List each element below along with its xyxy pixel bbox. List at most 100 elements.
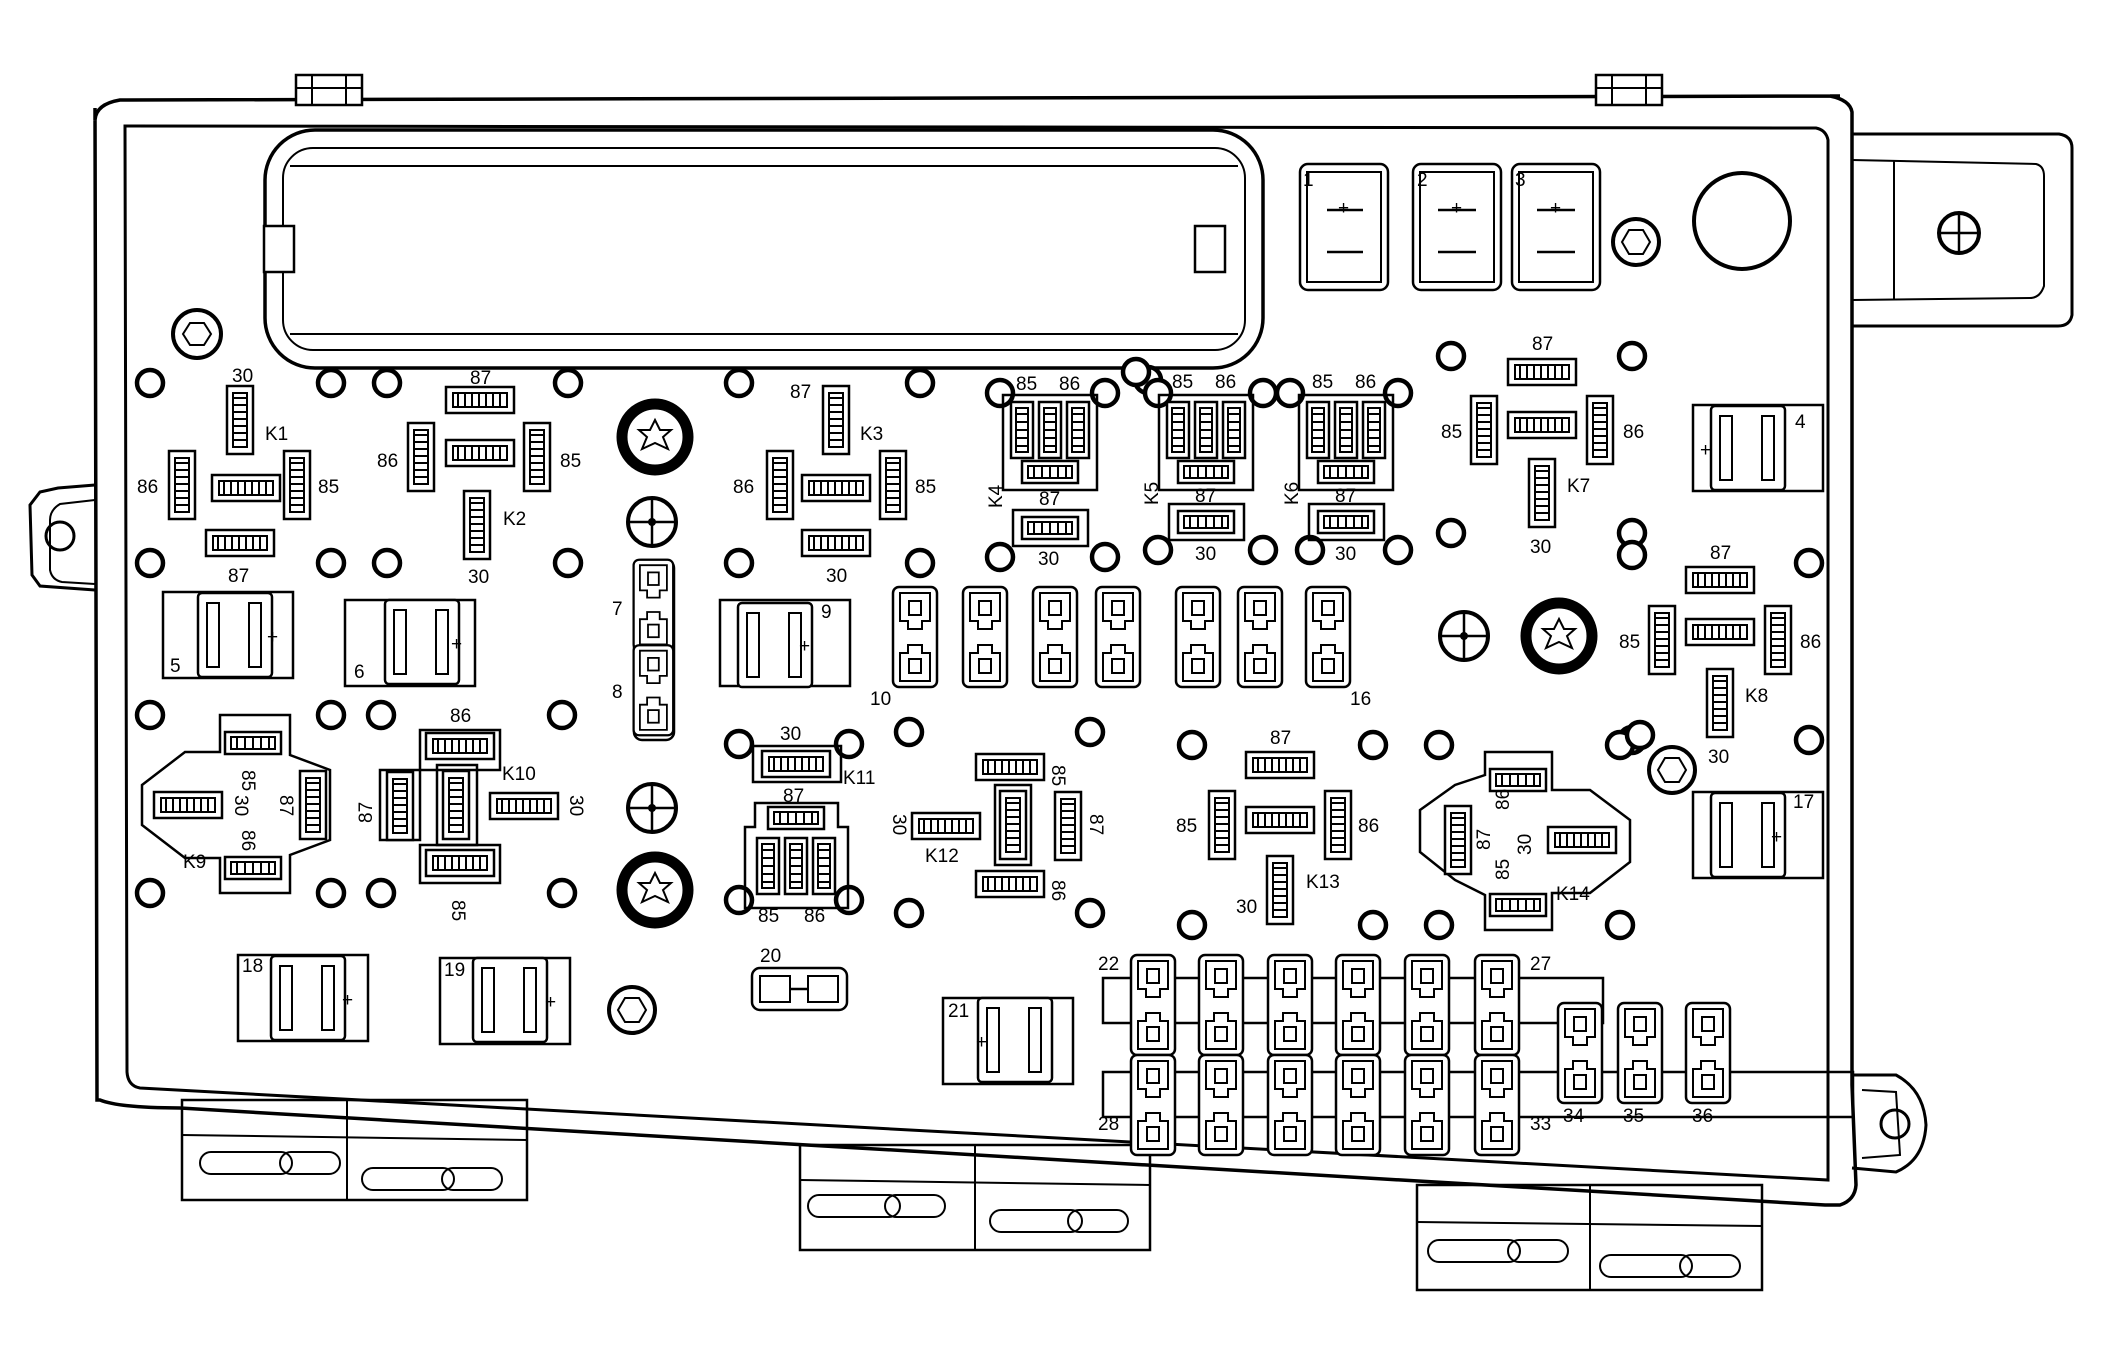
pin-30: 30 [1236,897,1257,918]
relay-label: K14 [1556,884,1590,905]
relay-label: K10 [502,764,536,785]
pin-30: 30 [888,814,909,835]
pin-86: 86 [237,830,258,851]
pin-86: 86 [1355,372,1376,393]
pin-30: 30 [230,795,251,816]
svg-text:34: 34 [1563,1106,1585,1127]
relay-label: K12 [925,846,959,867]
svg-text:+: + [1550,198,1561,219]
relay-label: K5 [1142,482,1163,505]
pin-86: 86 [1623,422,1644,443]
mini-fuses-10-16: 10 16 [870,585,1371,710]
pin-87: 87 [1474,829,1495,850]
svg-text:4: 4 [1795,412,1806,433]
relay-K5: 85 86 87 30 K5 [1142,372,1255,565]
relay-label: K1 [265,424,288,445]
svg-text:16: 16 [1350,689,1371,710]
relay-K14: 86 87 30 85 K14 [1418,750,1632,932]
pin-85: 85 [1172,372,1193,393]
box-housing [28,73,2074,1292]
relay-K6: 85 86 87 30 K6 [1282,372,1395,565]
svg-text:+: + [451,634,462,655]
relay-K1: 30 K1 86 85 87 [137,366,339,587]
fuse-18: 18 + [236,953,370,1043]
pin-86: 86 [1493,789,1514,810]
pin-85: 85 [1047,765,1068,786]
pin-85: 85 [1176,816,1197,837]
svg-text:21: 21 [948,1001,969,1022]
maxi-fuses: 1 + 2 + 3 + 4 + 5 + 6 + [161,162,1825,1086]
svg-text:36: 36 [1692,1106,1713,1127]
fuse-6: 6 + [343,598,477,688]
pin-30: 30 [565,795,586,816]
pin-30: 30 [1515,834,1536,855]
svg-text:7: 7 [612,599,623,620]
relay-label: K8 [1745,686,1768,707]
svg-text:2: 2 [1417,170,1428,191]
relay-label: K13 [1306,872,1340,893]
svg-text:+: + [267,627,278,648]
pin-30: 30 [826,566,847,587]
relay-K13: 87 85 86 K13 30 [1176,728,1379,926]
fuse-9: 9 + [718,598,852,689]
fuse-5: 5 + [161,590,295,680]
svg-text:28: 28 [1098,1114,1119,1135]
relay-K4: 85 86 87 30 K4 [986,374,1099,570]
pin-86: 86 [1059,374,1080,395]
fuse-1: 1 + [1298,162,1390,292]
pin-85: 85 [1016,374,1037,395]
pin-86: 86 [377,451,398,472]
svg-text:10: 10 [870,689,891,710]
svg-text:8: 8 [612,682,623,703]
pin-87: 87 [470,368,491,389]
pin-85: 85 [758,906,779,927]
pin-85: 85 [1312,372,1333,393]
fuse-20: 20 [750,946,849,1012]
pin-86: 86 [733,477,754,498]
svg-text:+: + [545,992,556,1013]
pin-86: 86 [1358,816,1379,837]
pin-85: 85 [1619,632,1640,653]
svg-text:18: 18 [242,956,263,977]
svg-text:+: + [976,1032,987,1053]
relay-K7: 87 85 86 K7 30 [1441,334,1644,558]
svg-text:+: + [799,636,810,657]
relay-label: K6 [1282,482,1303,505]
pin-87: 87 [1710,543,1731,564]
pin-87: 87 [1335,486,1356,507]
relay-label: K4 [986,484,1007,508]
fuse-bank-22-33: 22 27 28 33 [1098,953,1855,1157]
pin-87: 87 [790,382,811,403]
relay-K9: 85 30 87 86 K9 [140,713,332,895]
pin-30: 30 [780,724,801,745]
relay-K10: 86 K10 30 87 85 [356,706,586,921]
fuse-4: 4 + [1691,403,1825,493]
pin-86: 86 [1047,880,1068,901]
pin-30: 30 [1708,747,1729,768]
pin-85: 85 [318,477,339,498]
svg-text:20: 20 [760,946,781,967]
svg-text:35: 35 [1623,1106,1644,1127]
fuse-17: 17 + [1691,790,1825,880]
svg-text:6: 6 [354,662,365,683]
pin-30: 30 [1038,549,1059,570]
pin-85: 85 [1441,422,1462,443]
pin-30: 30 [468,567,489,588]
svg-text:22: 22 [1098,954,1119,975]
relay-label: K3 [860,424,883,445]
svg-text:1: 1 [1303,170,1314,191]
relay-K12: 85 30 87 K12 86 [888,752,1106,901]
svg-text:33: 33 [1530,1114,1551,1135]
svg-text:+: + [1338,198,1349,219]
mini-fuses-7-8: 7 8 [612,558,676,742]
pin-86: 86 [137,477,158,498]
pin-87: 87 [1195,486,1216,507]
pin-85: 85 [915,477,936,498]
svg-text:27: 27 [1530,954,1551,975]
svg-text:+: + [1451,198,1462,219]
svg-text:9: 9 [821,602,832,623]
pin-85: 85 [560,451,581,472]
relay-K11: 30 K11 87 85 86 [743,724,875,927]
svg-text:5: 5 [170,656,181,677]
